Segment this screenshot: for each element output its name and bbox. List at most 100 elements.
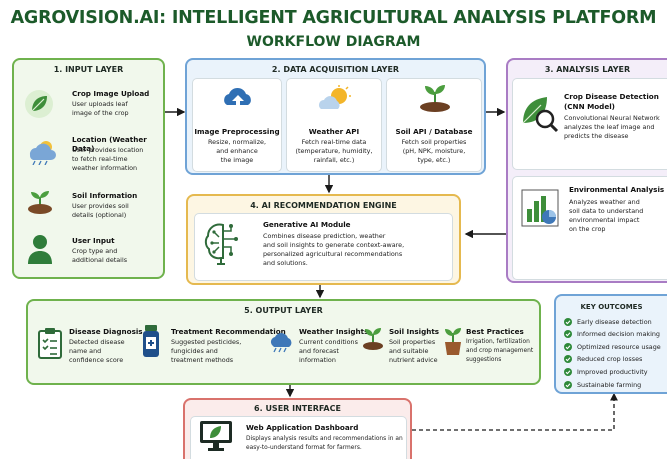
check-circle-icon <box>564 380 572 389</box>
key-outcome-item: Informed decision making <box>564 329 660 340</box>
ai-engine-desc: and soil insights to generate context-aw… <box>263 241 405 249</box>
input-item-desc: Crop type and <box>72 247 118 255</box>
acquisition-card: Soil API / Database Fetch soil propertie… <box>386 78 482 172</box>
sun-cloud-icon <box>317 85 353 113</box>
acquisition-card-desc: Fetch soil properties <box>401 138 467 146</box>
input-item-title: Soil Information <box>72 191 138 200</box>
cloud-upload-icon <box>221 85 255 111</box>
analysis-layer-panel: 3. ANALYSIS LAYER Crop Disease Detection… <box>506 58 667 283</box>
monitor-leaf-icon <box>199 420 233 452</box>
ai-engine-desc: Combines disease prediction, weather <box>263 232 386 240</box>
key-outcome-label: Improved productivity <box>577 367 648 376</box>
input-item-desc: additional details <box>72 256 128 264</box>
analysis-layer-header: 3. ANALYSIS LAYER <box>544 65 631 74</box>
user-interface-header: 6. USER INTERFACE <box>254 404 341 413</box>
leaf-magnifier-icon <box>519 93 559 133</box>
acquisition-card-title: Soil API / Database <box>395 127 473 136</box>
acquisition-card-desc: and enhance <box>216 147 258 155</box>
acquisition-card: Weather API Fetch real-time data (temper… <box>286 78 382 172</box>
acquisition-card-desc: type, etc.) <box>417 156 451 164</box>
input-item-title: User Input <box>72 236 115 245</box>
cloud-rain-icon <box>24 139 58 165</box>
check-circle-icon <box>564 342 572 351</box>
output-item-title: Weather Insights <box>299 327 369 336</box>
acquisition-layer-panel: 2. DATA ACQUISITION LAYER Image Preproce… <box>185 58 486 175</box>
output-item-title: Treatment Recommendation <box>171 327 286 336</box>
analysis-card-desc: analyzes the leaf image and <box>564 123 655 131</box>
user-interface-desc: easy-to-understand format for farmers. <box>246 445 362 451</box>
check-circle-icon <box>564 317 572 326</box>
output-item-desc: information <box>299 356 336 364</box>
input-item-desc: details (optional) <box>72 211 127 219</box>
analysis-card-title: Environmental Analysis <box>569 185 665 194</box>
arrow-ui-to-outcomes <box>412 392 618 431</box>
plant-sprout-icon <box>26 189 54 215</box>
key-outcome-label: Reduced crop losses <box>577 355 643 364</box>
input-item-desc: weather information <box>72 164 138 172</box>
output-item-title: Soil Insights <box>389 327 440 336</box>
analysis-card: Crop Disease Detection (CNN Model) Convo… <box>512 78 667 170</box>
key-outcome-item: Optimized resource usage <box>564 341 661 352</box>
input-item-desc: to fetch real-time <box>72 155 128 163</box>
analysis-card-desc: soil data to understand <box>569 207 644 215</box>
acquisition-card-desc: rainfall, etc.) <box>313 156 355 164</box>
input-item-desc: image of the crop <box>72 109 129 117</box>
brain-circuit-icon <box>203 221 243 265</box>
cloud-rain-icon <box>268 331 294 353</box>
output-item-desc: Irrigation, fertilization <box>466 339 530 345</box>
analysis-card-title: Crop Disease Detection <box>564 92 659 101</box>
key-outcome-item: Early disease detection <box>564 316 652 327</box>
user-interface-desc: Displays analysis results and recommenda… <box>246 436 403 442</box>
analysis-card-desc: Convolutional Neural Network <box>564 114 660 122</box>
input-layer-header: 1. INPUT LAYER <box>53 65 124 74</box>
input-item-desc: User provides soil <box>72 202 129 210</box>
key-outcome-item: Sustainable farming <box>564 379 641 390</box>
output-layer-header: 5. OUTPUT LAYER <box>244 306 323 315</box>
output-item-desc: suggestions <box>466 357 502 363</box>
key-outcome-label: Optimized resource usage <box>577 342 661 351</box>
input-item-title: Crop Image Upload <box>72 89 150 98</box>
plant-sprout-icon <box>361 327 385 351</box>
output-item-desc: and suitable <box>389 347 429 355</box>
user-icon <box>27 234 53 264</box>
acquisition-card-desc: the image <box>220 156 254 164</box>
ai-engine-title: Generative AI Module <box>263 220 351 229</box>
analysis-card-title: (CNN Model) <box>564 102 615 111</box>
output-item-desc: name and <box>69 347 102 355</box>
output-item-desc: Current conditions <box>299 338 358 346</box>
analysis-card: Environmental Analysis Analyzes weather … <box>512 176 667 280</box>
acquisition-card-desc: Fetch real-time data <box>301 138 367 146</box>
output-item-desc: treatment methods <box>171 356 234 364</box>
input-layer-panel: 1. INPUT LAYER Crop Image Upload User up… <box>12 58 165 279</box>
key-outcome-label: Early disease detection <box>577 317 652 326</box>
analysis-card-desc: on the crop <box>569 225 606 233</box>
acquisition-card-title: Weather API <box>308 127 360 136</box>
output-item-desc: Detected disease <box>69 338 125 346</box>
output-item-title: Best Practices <box>466 327 524 336</box>
diagram-title: AGROVISION.AI: INTELLIGENT AGRICULTURAL … <box>10 8 657 28</box>
input-item-desc: User provides location <box>72 146 144 154</box>
acquisition-card-desc: Resize, normalize, <box>207 138 267 146</box>
clipboard-checklist-icon <box>37 327 63 359</box>
key-outcome-label: Informed decision making <box>577 330 660 339</box>
analysis-card-desc: predicts the disease <box>564 132 629 140</box>
check-circle-icon <box>564 355 572 364</box>
bar-pie-chart-icon <box>521 189 559 227</box>
ai-engine-desc: personalized agricultural recommendation… <box>263 250 403 258</box>
input-item-desc: User uploads leaf <box>72 100 128 108</box>
acquisition-card-title: Image Preprocessing <box>194 127 280 136</box>
leaf-icon <box>24 89 54 119</box>
acquisition-layer-header: 2. DATA ACQUISITION LAYER <box>271 65 400 74</box>
output-item-desc: fungicides and <box>171 347 218 355</box>
acquisition-card-desc: (temperature, humidity, <box>295 147 373 155</box>
analysis-card-desc: environmental impact <box>569 216 640 224</box>
ai-engine-header: 4. AI RECOMMENDATION ENGINE <box>250 201 397 210</box>
output-layer-panel: 5. OUTPUT LAYER Disease Diagnosis Detect… <box>26 299 541 385</box>
analysis-card-desc: Analyzes weather and <box>569 198 640 206</box>
output-item-desc: Suggested pesticides, <box>171 338 242 346</box>
diagram-subtitle: WORKFLOW DIAGRAM <box>246 34 421 50</box>
ai-engine-card: Generative AI Module Combines disease pr… <box>194 213 453 281</box>
ai-engine-panel: 4. AI RECOMMENDATION ENGINE Generative A… <box>186 194 461 285</box>
